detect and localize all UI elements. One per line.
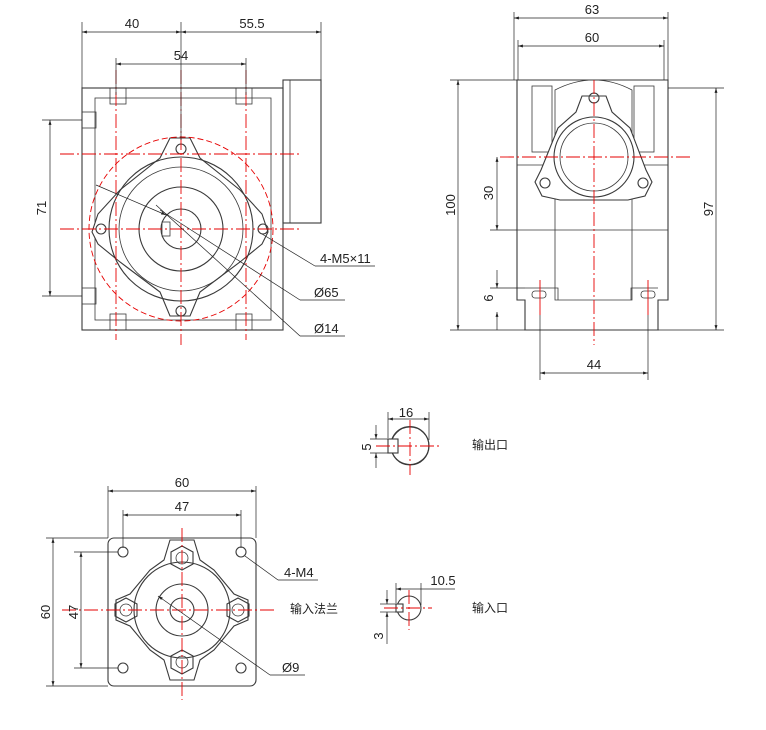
- dim-44: 44: [587, 357, 601, 372]
- callout-d9: Ø9: [282, 660, 299, 675]
- dim-100: 100: [443, 194, 458, 216]
- dim-flange-47: 47: [175, 499, 189, 514]
- callout-d14: Ø14: [314, 321, 339, 336]
- dim-30: 30: [481, 186, 496, 200]
- front-view: 40 55.5 54 71 4-M5×11 Ø65 Ø14: [34, 16, 375, 345]
- input-port-label: 输入口: [472, 600, 508, 615]
- callout-4-m4: 4-M4: [284, 565, 314, 580]
- dim-40: 40: [125, 16, 139, 31]
- callout-4-m5x11: 4-M5×11: [320, 251, 371, 266]
- dim-97: 97: [701, 202, 716, 216]
- output-port-detail: 16 5 输出口: [359, 405, 508, 475]
- dim-3: 3: [371, 632, 386, 639]
- dim-71: 71: [34, 201, 49, 215]
- dim-6: 6: [481, 294, 496, 301]
- dim-16: 16: [399, 405, 413, 420]
- input-flange-view: 60 47 60 47 4-M4 Ø9 输入法兰: [38, 475, 338, 700]
- front-housing: [81, 87, 284, 331]
- output-port-label: 输出口: [472, 437, 508, 452]
- dim-flange-height-60: 60: [38, 605, 53, 619]
- dim-55-5: 55.5: [239, 16, 264, 31]
- dim-54: 54: [174, 48, 188, 63]
- dim-flange-60: 60: [175, 475, 189, 490]
- callout-d65: Ø65: [314, 285, 339, 300]
- dim-10-5: 10.5: [430, 573, 455, 588]
- dim-flange-height-47: 47: [66, 605, 81, 619]
- dim-5: 5: [359, 443, 374, 450]
- input-port-detail: 10.5 3 输入口: [371, 573, 508, 644]
- side-view: 63 60 100 30 6 97 44: [443, 2, 724, 380]
- input-flange-label: 输入法兰: [290, 601, 338, 616]
- dim-63: 63: [585, 2, 599, 17]
- front-side-flange: [282, 79, 322, 224]
- dim-60: 60: [585, 30, 599, 45]
